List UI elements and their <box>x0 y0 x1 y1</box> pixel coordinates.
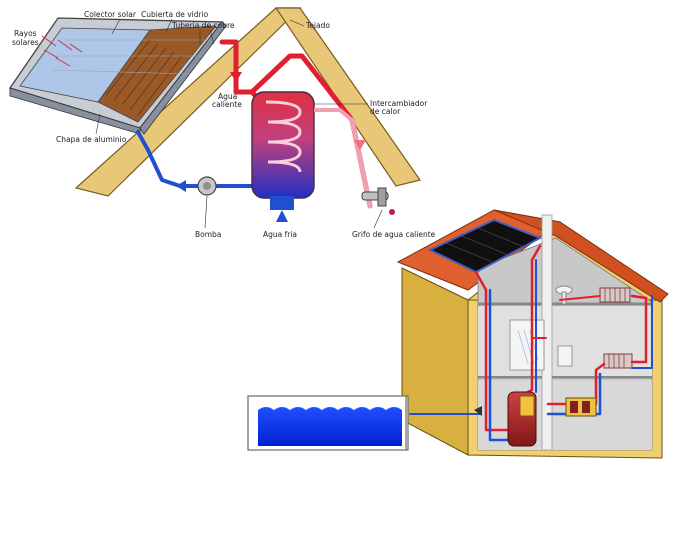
heat-exchanger-icon <box>251 91 315 210</box>
label-chapa: Chapa de aluminio <box>56 135 127 144</box>
flow-arrows <box>176 72 366 222</box>
label-intercambiador-1: Intercambiador <box>370 99 428 108</box>
top-labels: Rayos solares Colector solar Cubierta de… <box>12 10 436 239</box>
water-tank-icon <box>247 395 409 451</box>
label-agua-caliente-2: caliente <box>212 100 242 109</box>
sink-icon <box>555 285 573 305</box>
sun-ray-icon <box>41 35 83 67</box>
heater-unit <box>565 397 597 417</box>
leader-lines <box>95 18 383 229</box>
top-diagram: Rayos solares Colector solar Cubierta de… <box>8 7 436 239</box>
label-bomba: Bomba <box>195 230 221 239</box>
label-rayos-2: solares <box>12 38 39 47</box>
label-tejado: Tejado <box>305 21 330 30</box>
radiator-icon <box>599 287 633 369</box>
roof <box>74 7 421 197</box>
label-agua-fria: Agua fria <box>263 230 297 239</box>
solar-collector-icon <box>8 17 227 135</box>
label-cubierta: Cubierta de vidrio <box>141 10 209 19</box>
faucet-icon <box>361 187 395 215</box>
boiler-icon <box>474 391 537 447</box>
label-colector: Colector solar <box>84 10 137 19</box>
label-grifo: Grifo de agua caliente <box>352 230 436 239</box>
label-intercambiador-2: de calor <box>370 107 401 116</box>
label-rayos-1: Rayos <box>14 29 37 38</box>
label-agua-caliente-1: Agua <box>218 92 237 101</box>
hot-outlet-pipe <box>314 108 354 122</box>
house-diagram <box>247 209 669 459</box>
shower-icon <box>509 319 573 371</box>
pump-icon <box>197 176 217 196</box>
label-tuberia: Tubería de cobre <box>171 21 235 30</box>
solar-panel-icon <box>427 218 543 274</box>
